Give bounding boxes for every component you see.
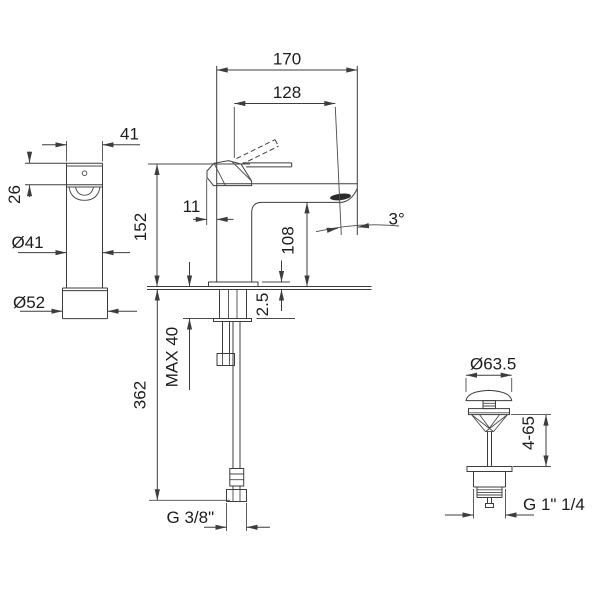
supply-hose (232, 321, 241, 469)
popup-waste-body (465, 389, 513, 508)
handle-raised-position (236, 139, 279, 166)
dim-label-body-diameter: Ø41 (12, 233, 44, 252)
front-view: 170 128 11 108 3° 2.5 MA (163, 50, 405, 531)
waste-threads (477, 489, 502, 496)
base-plate (208, 281, 259, 287)
waste-dimensions: Ø63.5 4-65 G 1" 1/4 (445, 355, 585, 519)
side-view-base (62, 287, 108, 320)
waste-dome-cap (465, 389, 513, 402)
handle-screw-hole (81, 170, 88, 176)
under-deck-assembly (183, 289, 295, 502)
waste-lower-flange (466, 466, 513, 472)
dim-label-outlet-thread: G 1" 1/4 (523, 495, 585, 514)
mounting-washer (213, 318, 252, 322)
dim-label-clamping-range: 4-65 (519, 416, 538, 450)
aerator (330, 193, 351, 201)
side-view-faucet-body (25, 162, 108, 320)
waste-upper-flange (468, 408, 510, 416)
dim-label-hose-drop: 362 (131, 381, 150, 409)
dim-label-overall-depth: 170 (273, 50, 301, 69)
front-view-dimensions: 170 128 11 108 3° 2.5 MA (163, 50, 405, 531)
waste-body-cylinder (473, 471, 506, 488)
dim-label-height: 152 (131, 213, 150, 241)
dim-label-spout-angle: 3° (389, 210, 405, 229)
spout-underside (251, 188, 358, 282)
mounting-nut (216, 353, 235, 366)
dim-label-side-top-width: 41 (120, 125, 139, 144)
dim-label-handle-height: 26 (5, 185, 24, 204)
waste-view: Ø63.5 4-65 G 1" 1/4 (445, 355, 585, 519)
dim-label-max-mounting-depth: MAX 40 (163, 327, 182, 387)
dim-label-spout-reach: 128 (273, 83, 301, 102)
waste-pin (485, 503, 494, 508)
handle-nose-arc (68, 186, 101, 201)
handle-lever (242, 162, 293, 168)
mounting-stud (222, 321, 230, 354)
deck-and-height-dimensions: 152 362 (131, 163, 372, 501)
front-view-faucet-body (206, 66, 358, 287)
dim-label-base-plate-thickness: 2.5 (253, 293, 272, 317)
dim-label-handle-overhang: 11 (183, 197, 201, 216)
dim-label-base-diameter: Ø52 (13, 293, 45, 312)
side-view: 41 26 Ø41 Ø52 (5, 125, 140, 320)
waste-stem (487, 431, 492, 467)
hose-fitting (226, 489, 247, 502)
dim-label-supply-thread: G 3/8" (167, 508, 215, 527)
mounting-shank (219, 289, 247, 319)
hose-collar (229, 468, 245, 487)
dim-label-spout-height: 108 (279, 226, 298, 254)
side-view-dimensions: 41 26 Ø41 Ø52 (5, 125, 140, 314)
waste-funnel (471, 414, 508, 433)
dim-label-cap-diameter: Ø63.5 (470, 355, 516, 374)
